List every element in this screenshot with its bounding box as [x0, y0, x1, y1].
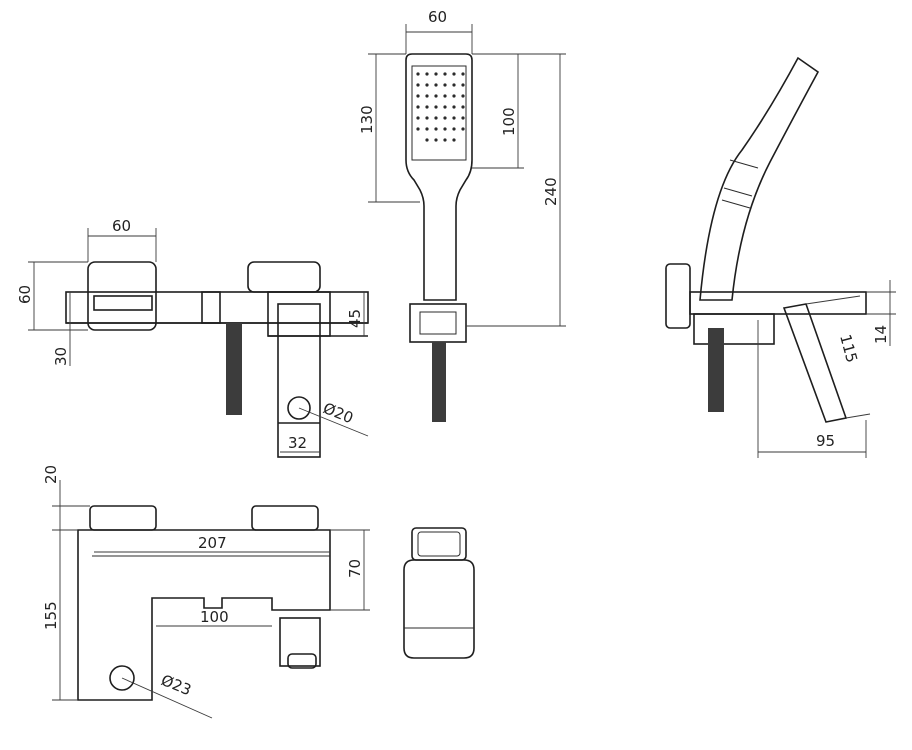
top-right-handle — [251, 505, 319, 531]
left-thread — [226, 323, 242, 415]
dim-total-length: 240 — [542, 177, 560, 206]
dim-top-offset: 20 — [42, 465, 60, 484]
dim-width-top: 60 — [112, 217, 131, 235]
side-hand-shower — [699, 56, 820, 301]
wall-bracket — [665, 263, 691, 329]
front-view: 60 60 30 45 Ø20 32 — [16, 217, 369, 458]
side-spout — [782, 303, 848, 423]
dim-spout-width: 32 — [288, 434, 307, 452]
dim-height-total: 60 — [16, 285, 34, 304]
dim-body-height: 45 — [346, 309, 364, 328]
side-body-lower — [693, 313, 775, 345]
side-thread — [708, 328, 724, 412]
right-handle — [247, 261, 321, 293]
top-spout-block — [279, 617, 321, 667]
dim-height-lower: 30 — [52, 347, 70, 366]
spray-face — [411, 65, 467, 161]
dim-head-height: 130 — [358, 105, 376, 134]
handle-detail-top — [411, 527, 467, 561]
side-view: 14 115 95 — [665, 56, 896, 458]
left-handle — [87, 261, 157, 331]
dim-spray-face-height: 100 — [500, 107, 518, 136]
body-joint — [201, 291, 221, 324]
top-spout-outlet — [287, 653, 317, 669]
dim-body-length: 207 — [198, 534, 227, 552]
top-bore — [109, 665, 135, 691]
handle-detail-view — [403, 527, 475, 659]
left-handle-slot — [93, 295, 153, 311]
top-left-handle — [89, 505, 157, 531]
shower-holder — [409, 303, 467, 343]
shower-head — [405, 53, 473, 301]
dim-head-width: 60 — [428, 8, 447, 26]
dim-bore-diameter: Ø23 — [159, 671, 194, 699]
dim-total-depth: 155 — [42, 601, 60, 630]
dim-spout-diameter: Ø20 — [321, 399, 356, 427]
dim-body-depth: 70 — [346, 559, 364, 578]
shower-holder-inner — [419, 311, 457, 335]
dim-projection: 95 — [816, 432, 835, 450]
spray-holes — [416, 72, 465, 142]
hand-shower-view: 60 130 100 240 — [358, 8, 566, 422]
spout — [277, 303, 321, 458]
top-view: 20 207 70 155 100 Ø23 — [42, 465, 370, 719]
side-body — [689, 291, 867, 315]
dim-inner-length: 100 — [200, 608, 229, 626]
holder-thread — [432, 342, 446, 422]
dim-spout-depth: 14 — [872, 325, 890, 344]
dim-spout-length: 115 — [836, 332, 861, 364]
spout-outlet — [287, 396, 311, 420]
handle-detail-body — [403, 559, 475, 659]
